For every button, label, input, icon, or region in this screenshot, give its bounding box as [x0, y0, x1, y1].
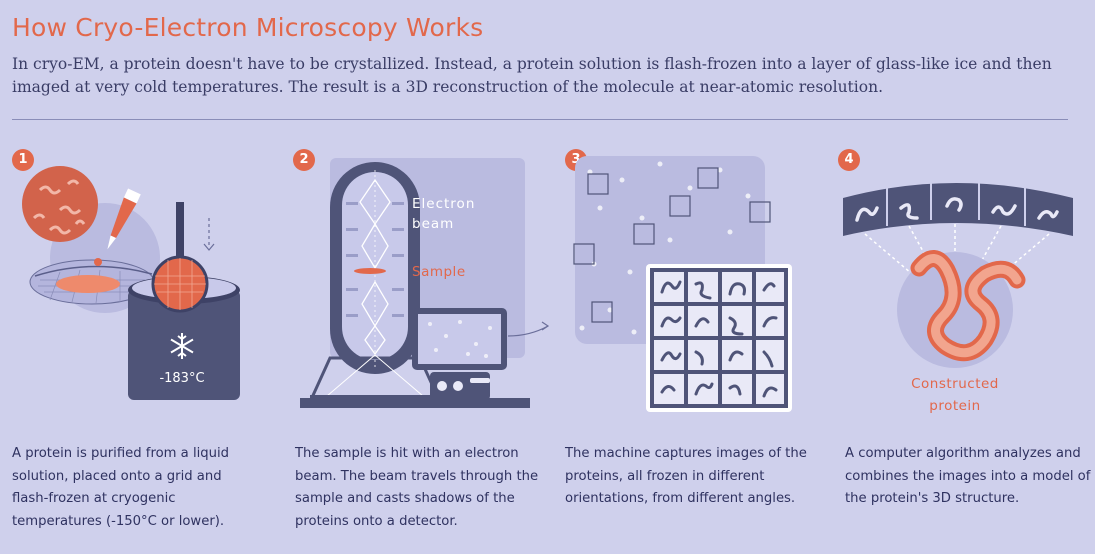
step-4-illustration: Constructed protein [843, 180, 1073, 414]
constructed-protein-label-line1: Constructed [911, 376, 999, 392]
step-3-illustration [573, 156, 792, 412]
constructed-protein-model [910, 250, 1026, 362]
step-2-number: 2 [293, 149, 315, 171]
protein-solution-zoom [22, 166, 98, 242]
step-1-number: 1 [12, 149, 34, 171]
selected-particles [573, 167, 771, 323]
temperature-label: -183°C [159, 371, 204, 386]
step-1-caption: A protein is purified from a liquid solu… [12, 446, 230, 529]
sample-drop [56, 275, 120, 293]
step-1-illustration: -183°C [22, 166, 240, 400]
intro-paragraph: In cryo-EM, a protein doesn't have to be… [12, 55, 1052, 96]
constructed-protein-label-line2: protein [929, 398, 981, 414]
step-2-illustration: Electron beam Sample [300, 158, 550, 408]
microscope-base [300, 398, 530, 408]
page-title: How Cryo-Electron Microscopy Works [12, 13, 484, 42]
step-3-caption: The machine captures images of the prote… [565, 446, 807, 506]
tweezer-rod [176, 202, 184, 274]
step-4-number: 4 [838, 149, 860, 171]
step-2-caption: The sample is hit with an electron beam.… [295, 446, 539, 529]
sample-label: Sample [412, 264, 466, 280]
electron-beam-path [359, 178, 391, 356]
divider [12, 119, 1068, 120]
step-4-caption: A computer algorithm analyzes and combin… [845, 446, 1091, 506]
snowflake-icon [170, 333, 194, 359]
electron-beam-label-line2: beam [412, 216, 454, 232]
pipette [107, 188, 141, 250]
electron-beam-label-line1: Electron [412, 196, 475, 212]
sample-marker [354, 268, 386, 274]
